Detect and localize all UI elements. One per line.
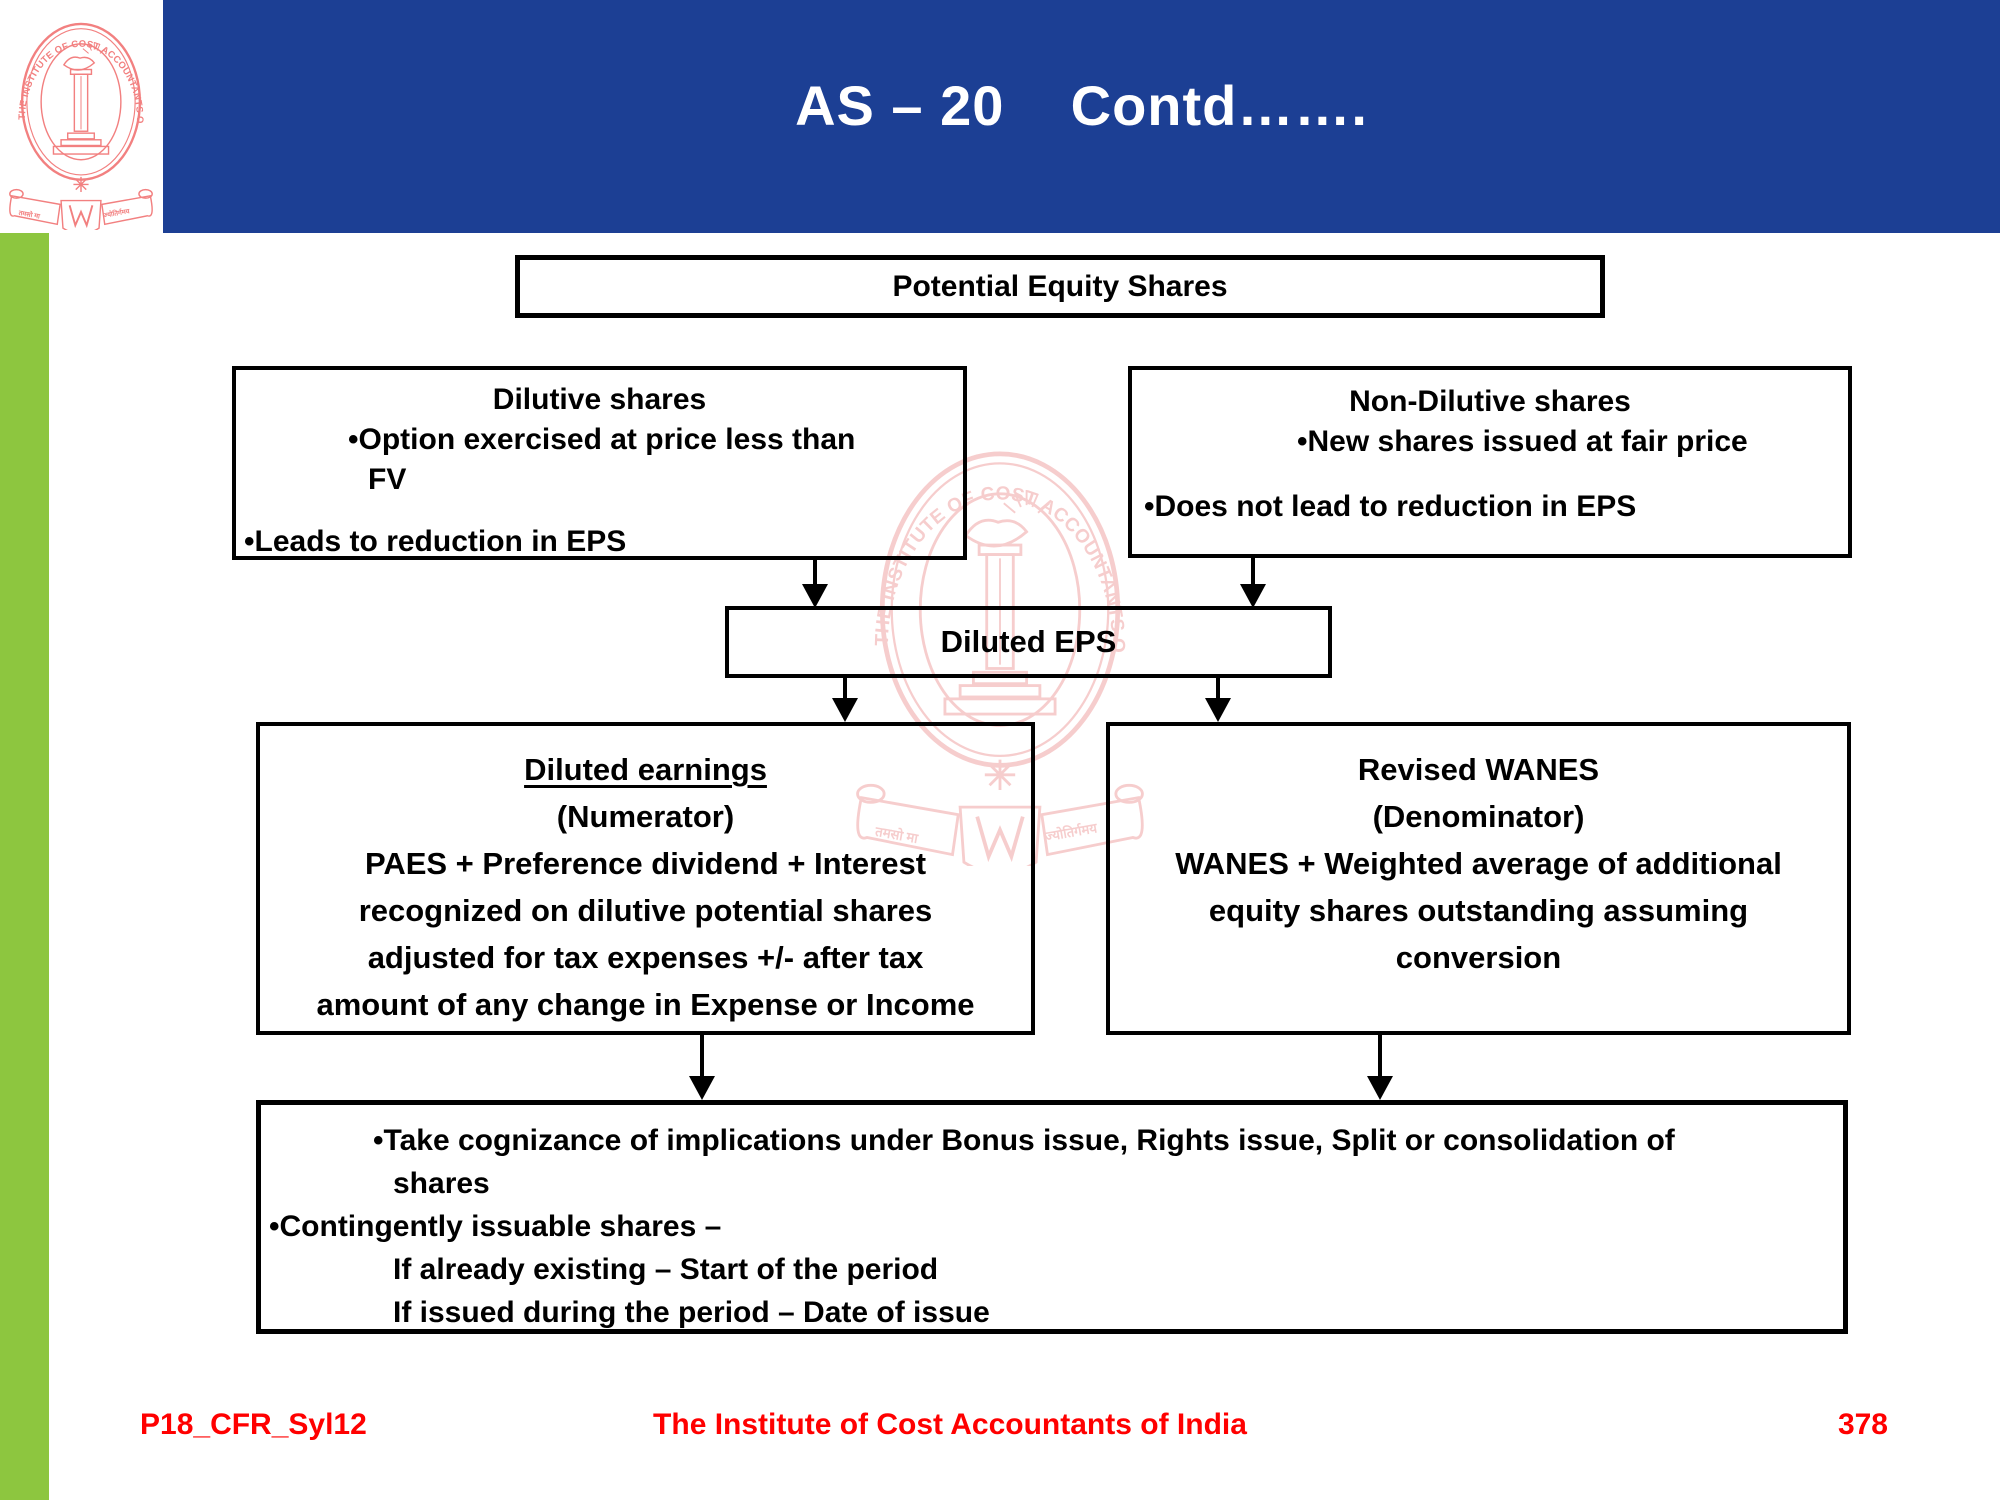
footer-page-number: 378 <box>1837 1408 1888 1441</box>
non-dilutive-bullet-2: •Does not lead to reduction in EPS <box>1144 490 1637 523</box>
numerator-line-1: PAES + Preference dividend + Interest <box>364 846 927 881</box>
seal-banner-right-text: ज्योतिर्गमय <box>102 206 132 220</box>
diluted-earnings-numerator-box: Diluted earnings (Numerator) PAES + Pref… <box>256 722 1035 1035</box>
denominator-line-2: equity shares outstanding assuming <box>1208 893 1749 928</box>
footer-course-code: P18_CFR_Syl12 <box>140 1408 367 1441</box>
diluted-eps-box-title: Diluted EPS <box>940 624 1117 659</box>
dilutive-bullet-1-wrap: FV <box>368 463 407 496</box>
numerator-box-subtitle: (Numerator) <box>556 799 735 834</box>
dilutive-bullet-1: •Option exercised at price less than <box>348 423 856 456</box>
denominator-box-title: Revised WANES <box>1357 752 1600 787</box>
arrow-numerator-to-bottom <box>689 1035 715 1100</box>
dilutive-shares-box: Dilutive shares •Option exercised at pri… <box>232 366 967 560</box>
watermark-banner-left-text: तमसो मा <box>873 823 920 846</box>
bottom-bullet-2: •Contingently issuable shares – <box>269 1210 722 1243</box>
denominator-box-subtitle: (Denominator) <box>1372 799 1585 834</box>
watermark-banner-right-text: ज्योतिर्गमय <box>1042 819 1099 844</box>
institute-seal-watermark-icon: THE INSTITUTE OF COST ACCOUNTANTS OF IND… <box>848 414 1144 866</box>
bottom-sub-1: If already existing – Start of the perio… <box>393 1253 939 1286</box>
dilutive-box-title: Dilutive shares <box>492 383 707 416</box>
institute-seal-icon: THE INSTITUTE OF COST ACCOUNTANTS OF IND… <box>5 4 153 230</box>
denominator-line-3: conversion <box>1395 940 1562 975</box>
non-dilutive-shares-box: Non-Dilutive shares •New shares issued a… <box>1128 366 1852 558</box>
revised-wanes-denominator-box: Revised WANES (Denominator) WANES + Weig… <box>1106 722 1851 1035</box>
logo-panel <box>0 0 163 233</box>
numerator-box-title: Diluted earnings <box>524 752 767 787</box>
seal-banner-left-text: तमसो मा <box>17 208 41 221</box>
footer-institute-name: The Institute of Cost Accountants of Ind… <box>653 1408 1247 1441</box>
slide-title: AS – 20 Contd……. <box>795 74 1368 137</box>
potential-box-title: Potential Equity Shares <box>892 269 1228 303</box>
potential-equity-shares-box: Potential Equity Shares <box>515 255 1605 318</box>
arrow-dilutive-to-dilutedeps <box>802 560 828 608</box>
arrow-nondilutive-to-dilutedeps <box>1240 558 1266 608</box>
non-dilutive-bullet-1: •New shares issued at fair price <box>1297 425 1748 458</box>
numerator-line-3: adjusted for tax expenses +/- after tax <box>367 940 924 975</box>
denominator-line-1: WANES + Weighted average of additional <box>1175 846 1782 881</box>
arrow-denominator-to-bottom <box>1367 1035 1393 1100</box>
dilutive-bullet-2: •Leads to reduction in EPS <box>244 525 627 558</box>
additional-considerations-box: •Take cognizance of implications under B… <box>256 1100 1848 1334</box>
header-band: AS – 20 Contd……. <box>163 0 2000 233</box>
arrow-dilutedeps-to-denominator <box>1205 678 1231 722</box>
bottom-bullet-1-wrap: shares <box>393 1167 490 1200</box>
non-dilutive-box-title: Non-Dilutive shares <box>1349 385 1631 418</box>
bottom-bullet-1: •Take cognizance of implications under B… <box>373 1124 1675 1157</box>
numerator-line-4: amount of any change in Expense or Incom… <box>316 987 975 1022</box>
left-accent-stripe <box>0 233 49 1500</box>
bottom-sub-2: If issued during the period – Date of is… <box>393 1296 990 1329</box>
numerator-line-2: recognized on dilutive potential shares <box>358 893 933 928</box>
diluted-eps-box: Diluted EPS <box>725 606 1332 678</box>
